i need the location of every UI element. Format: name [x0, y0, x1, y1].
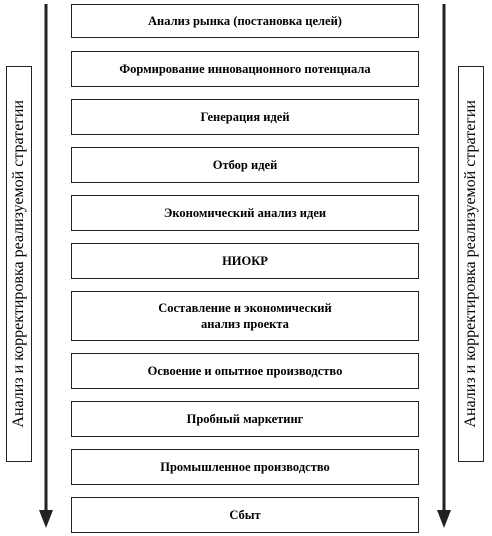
- left-side-label: Анализ и корректировка реализуемой страт…: [6, 66, 32, 462]
- step-sales: Сбыт: [71, 497, 419, 533]
- step-rnd: НИОКР: [71, 243, 419, 279]
- step-market-analysis: Анализ рынка (постановка целей): [71, 4, 419, 38]
- right-side-label: Анализ и корректировка реализуемой страт…: [458, 66, 484, 462]
- step-industrial-production: Промышленное производство: [71, 449, 419, 485]
- right-side-label-text: Анализ и корректировка реализуемой страт…: [462, 100, 479, 428]
- step-idea-generation: Генерация идей: [71, 99, 419, 135]
- step-test-marketing: Пробный маркетинг: [71, 401, 419, 437]
- step-economic-analysis: Экономический анализ идеи: [71, 195, 419, 231]
- step-innovation-potential: Формирование инновационного потенциала: [71, 51, 419, 87]
- step-pilot-production: Освоение и опытное производство: [71, 353, 419, 389]
- left-down-arrow: [39, 4, 53, 528]
- step-project-analysis: Составление и экономический анализ проек…: [71, 291, 419, 341]
- step-idea-selection: Отбор идей: [71, 147, 419, 183]
- left-side-label-text: Анализ и корректировка реализуемой страт…: [10, 100, 27, 428]
- right-down-arrow: [437, 4, 451, 528]
